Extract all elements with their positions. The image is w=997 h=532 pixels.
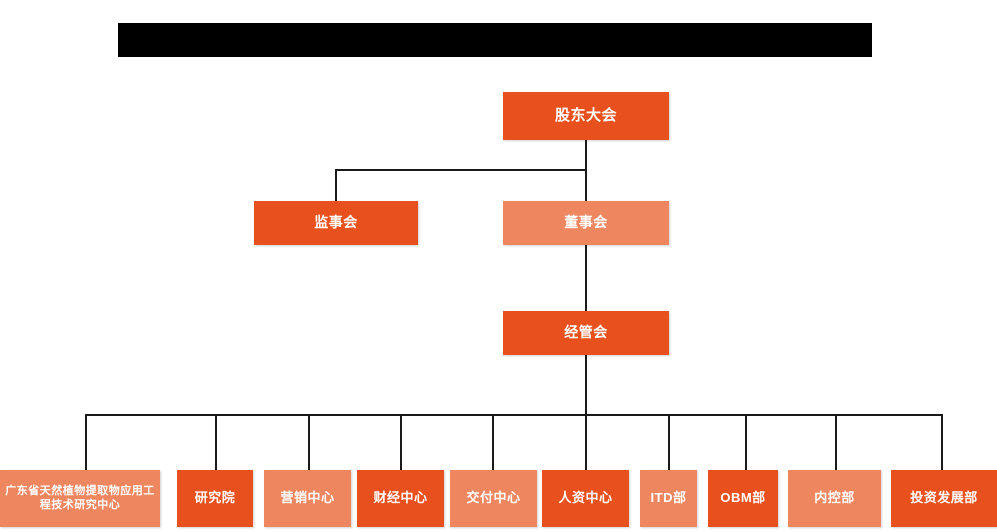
org-node-label: 董事会 [564, 214, 608, 231]
org-node-directors[interactable]: 董事会 [503, 201, 669, 245]
org-node-hr-center[interactable]: 人资中心 [542, 470, 629, 527]
connector-shareholders-split [335, 169, 587, 171]
org-node-management[interactable]: 经管会 [503, 311, 669, 355]
org-node-label: 研究院 [194, 490, 236, 506]
connector-drop-hr-center [585, 414, 587, 470]
connector-drop-marketing-center [308, 414, 310, 470]
org-node-obm-dept[interactable]: OBM部 [708, 470, 778, 527]
org-node-label: 投资发展部 [910, 490, 978, 506]
connector-drop-obm-dept [745, 414, 747, 470]
connector-management-to-bus [585, 355, 587, 415]
org-node-label: 内控部 [814, 490, 855, 506]
org-node-label: OBM部 [720, 490, 766, 506]
connector-directors-drop [585, 169, 587, 201]
org-node-internal-control-dept[interactable]: 内控部 [788, 470, 881, 527]
redacted-title-banner [118, 23, 872, 57]
connector-drop-gd-research-center [85, 414, 87, 470]
org-node-finance-center[interactable]: 财经中心 [357, 470, 444, 527]
org-node-supervisors[interactable]: 监事会 [254, 201, 418, 245]
connector-drop-delivery-center [492, 414, 494, 470]
connector-supervisors-drop [335, 169, 337, 201]
org-node-label: 监事会 [314, 214, 358, 231]
org-node-gd-research-center[interactable]: 广东省天然植物提取物应用工程技术研究中心 [0, 470, 160, 527]
org-node-shareholders[interactable]: 股东大会 [503, 92, 669, 140]
connector-drop-itd-dept [668, 414, 670, 470]
org-node-label: 交付中心 [466, 490, 521, 506]
connector-drop-investment-dev-dept [941, 414, 943, 470]
org-node-delivery-center[interactable]: 交付中心 [450, 470, 537, 527]
connector-shareholders-down [585, 140, 587, 171]
org-node-label: 广东省天然植物提取物应用工程技术研究中心 [5, 484, 155, 511]
org-node-label: 财经中心 [373, 490, 428, 506]
connector-drop-finance-center [400, 414, 402, 470]
org-node-label: 经管会 [564, 324, 608, 341]
org-node-marketing-center[interactable]: 营销中心 [264, 470, 351, 527]
org-node-label: ITD部 [650, 490, 687, 506]
connector-drop-internal-control-dept [835, 414, 837, 470]
org-node-label: 股东大会 [554, 106, 617, 124]
connector-department-bus [85, 414, 943, 416]
org-node-label: 人资中心 [558, 490, 613, 506]
connector-directors-to-management [585, 243, 587, 311]
org-node-itd-dept[interactable]: ITD部 [640, 470, 697, 527]
org-node-research-institute[interactable]: 研究院 [177, 470, 253, 527]
org-node-label: 营销中心 [280, 490, 335, 506]
connector-drop-research-institute [215, 414, 217, 470]
org-node-investment-dev-dept[interactable]: 投资发展部 [891, 470, 997, 527]
